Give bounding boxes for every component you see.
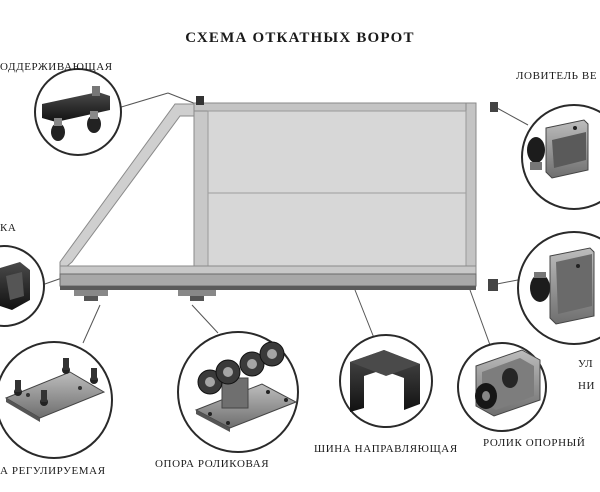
label-guide-rail: ШИНА НАПРАВЛЯЮЩАЯ — [314, 443, 458, 455]
end-catcher-top-icon — [527, 119, 589, 179]
adjustable-base-icon — [4, 358, 106, 422]
support-roller-top-icon — [42, 86, 110, 141]
support-roller-icon — [475, 349, 541, 417]
guide-rail-icon — [350, 350, 420, 412]
end-roller-icon — [0, 262, 30, 310]
label-right-lower-1: УЛ — [578, 358, 594, 370]
label-support-roller: РОЛИК ОПОРНЫЙ — [483, 437, 586, 449]
label-right-lower-2: НИ — [578, 380, 596, 392]
label-support-roller-top: ОДДЕРЖИВАЮЩАЯ — [0, 61, 113, 73]
end-catcher-bottom-icon — [530, 247, 595, 325]
label-adjustable-base: А РЕГУЛИРУЕМАЯ — [0, 465, 106, 477]
diagram-title: СХЕМА ОТКАТНЫХ ВОРОТ — [185, 30, 415, 46]
gate-frame — [59, 96, 498, 301]
label-roller-support: ОПОРА РОЛИКОВАЯ — [155, 458, 270, 470]
label-end-catcher-top: ЛОВИТЕЛЬ ВЕ — [516, 70, 598, 82]
label-end-roller: КА — [0, 222, 17, 234]
roller-carriage-icon — [194, 341, 298, 432]
